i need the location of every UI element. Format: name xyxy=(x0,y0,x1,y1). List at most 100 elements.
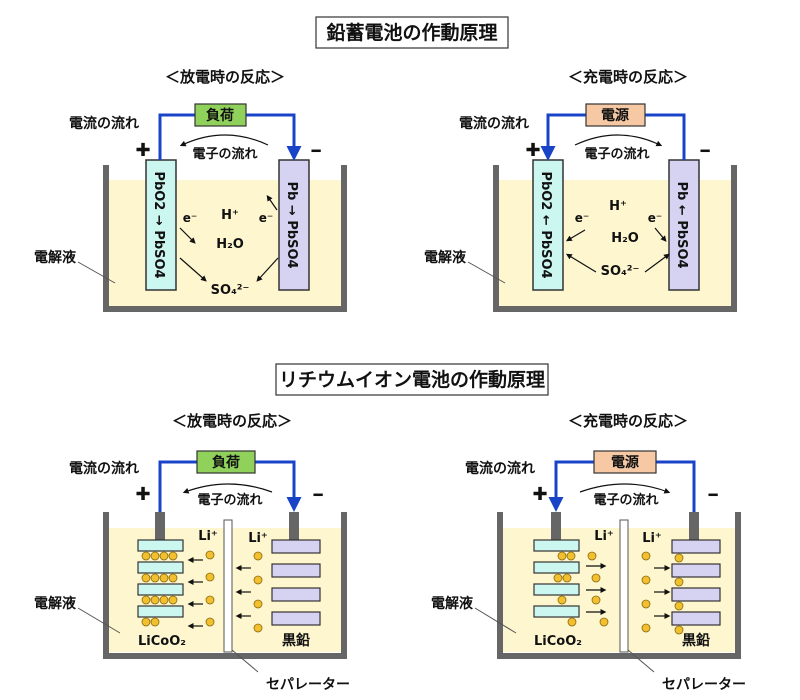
lead-charge-plus: ✚ xyxy=(525,140,540,161)
lithium-discharge-electron-label: 電子の流れ xyxy=(197,492,262,508)
lithium-charge-current-label: 電流の流れ xyxy=(465,460,535,477)
lead-discharge-vessel xyxy=(103,165,347,312)
lithium-charge-source-box xyxy=(593,450,657,474)
lead-discharge-water: H₂O xyxy=(216,237,244,252)
lead-charge-wire-right xyxy=(645,113,686,160)
lead-charge-wire-left xyxy=(540,113,586,161)
lithium-discharge-electrolyte-pointer xyxy=(77,607,121,634)
lithium-charge-heading: ＜充電時の反応＞ xyxy=(568,412,688,430)
lead-discharge-e-right: e⁻ xyxy=(259,211,273,225)
lead-charge-arrow-e-right xyxy=(654,227,667,242)
lithium-title: リチウムイオン電池の作動原理 xyxy=(279,368,545,391)
lithium-discharge-liplus-right: Li⁺ xyxy=(248,531,268,546)
lithium-discharge-ions xyxy=(205,550,263,633)
lead-discharge-load-label: 負荷 xyxy=(206,107,234,124)
lithium-discharge-liplus-left: Li⁺ xyxy=(198,529,218,544)
lithium-charge-separator xyxy=(619,519,629,653)
lithium-discharge-ion-arrows xyxy=(187,557,251,629)
lithium-charge-electron-label: 電子の流れ xyxy=(593,492,658,508)
lithium-charge-cathode-terminal xyxy=(551,512,561,540)
lithium-title-box xyxy=(275,363,549,396)
lead-discharge-heading: ＜放電時の反応＞ xyxy=(165,68,285,86)
lithium-charge-anode xyxy=(671,539,721,635)
lead-charge-left-reaction: PbO2 ← PbSO4 xyxy=(538,171,553,278)
lead-charge-electron-label: 電子の流れ xyxy=(584,146,649,162)
lead-discharge-electrolyte-label: 電解液 xyxy=(34,249,77,266)
lead-title-box xyxy=(315,16,509,49)
lead-title: 鉛蓄電池の作動原理 xyxy=(326,21,497,44)
lead-charge-electrolyte-label: 電解液 xyxy=(424,249,467,266)
lead-charge-source-label: 電源 xyxy=(601,107,629,124)
lead-charge-arrow-sulfate-right xyxy=(644,253,670,273)
lead-charge-vessel xyxy=(493,165,737,312)
lithium-discharge-panel: ＜放電時の反応＞ xyxy=(34,412,350,693)
lithium-charge-liplus-right: Li⁺ xyxy=(642,531,662,546)
lithium-discharge-cathode-label: LiCoO₂ xyxy=(138,634,186,649)
lithium-charge-cathode-label: LiCoO₂ xyxy=(534,634,582,649)
lead-charge-e-left: e⁻ xyxy=(575,211,589,225)
lithium-charge-separator-pointer xyxy=(627,649,655,673)
lithium-charge-anode-terminal xyxy=(689,512,699,540)
lithium-discharge-separator-pointer xyxy=(231,649,259,673)
lithium-discharge-current-label: 電流の流れ xyxy=(69,460,139,477)
lead-charge-hplus: H⁺ xyxy=(609,199,627,214)
lithium-charge-electrolyte-pointer xyxy=(474,607,517,634)
lead-discharge-electrolyte-pointer xyxy=(77,261,116,284)
lead-discharge-electron-arc xyxy=(179,134,269,147)
lithium-discharge-separator-label: セパレーター xyxy=(266,677,350,693)
lithium-charge-separator-label: セパレーター xyxy=(662,677,746,693)
lithium-discharge-wire-left xyxy=(158,460,197,512)
lithium-discharge-load-box xyxy=(196,450,256,474)
lead-charge-electron-arc xyxy=(574,134,663,147)
lead-charge-e-right: e⁻ xyxy=(648,211,662,225)
lithium-charge-source-label: 電源 xyxy=(611,454,639,471)
lead-discharge-electron-label: 電子の流れ xyxy=(192,146,257,162)
lead-discharge-e-left: e⁻ xyxy=(183,211,197,225)
lead-charge-heading: ＜充電時の反応＞ xyxy=(568,68,688,86)
lead-discharge-current-label: 電流の流れ xyxy=(69,115,139,132)
lead-discharge-positive-electrode xyxy=(145,159,177,291)
lithium-charge-vessel xyxy=(497,512,741,659)
lithium-charge-liplus-left: Li⁺ xyxy=(594,529,614,544)
lithium-discharge-anode xyxy=(271,539,321,626)
lead-charge-source-box xyxy=(585,103,646,127)
lead-discharge-hplus: H⁺ xyxy=(221,208,239,223)
lead-charge-arrow-e-left xyxy=(565,229,586,242)
lead-discharge-plus: ✚ xyxy=(135,140,150,161)
lithium-discharge-vessel xyxy=(103,512,347,659)
lithium-discharge-cathode-terminal xyxy=(155,512,165,540)
lithium-charge-electrolyte-label: 電解液 xyxy=(431,595,474,612)
lithium-charge-plus: ✚ xyxy=(532,484,547,505)
lead-discharge-arrow-sulfate-left xyxy=(179,257,207,282)
lithium-discharge-electron-arc xyxy=(182,483,273,494)
lead-charge-sulfate: SO₄²⁻ xyxy=(601,264,640,279)
lead-charge-right-reaction: Pb ← PbSO4 xyxy=(674,181,689,268)
lead-discharge-arrow-e-right xyxy=(266,195,278,211)
lead-discharge-right-reaction: Pb → PbSO4 xyxy=(284,181,299,268)
lithium-charge-panel: ＜充電時の反応＞ xyxy=(431,412,746,693)
lead-charge-minus: ━ xyxy=(699,142,710,160)
lithium-charge-electron-arc xyxy=(579,483,671,494)
lead-charge-positive-electrode xyxy=(532,159,564,291)
lead-discharge-left-reaction: PbO2 → PbSO4 xyxy=(151,171,166,278)
lead-discharge-wire-left xyxy=(158,113,195,160)
lithium-discharge-anode-terminal xyxy=(289,512,299,540)
lead-charge-water: H₂O xyxy=(611,231,639,246)
lithium-charge-wire-right xyxy=(656,460,696,512)
lithium-discharge-wire-right xyxy=(255,460,302,512)
lithium-discharge-load-label: 負荷 xyxy=(212,454,240,471)
lead-discharge-wire-right xyxy=(246,113,302,161)
lead-discharge-arrow-e-left xyxy=(179,227,196,244)
lead-discharge-minus: ━ xyxy=(310,142,321,160)
lead-charge-electrolyte-pointer xyxy=(467,261,506,284)
lithium-charge-minus: ━ xyxy=(707,486,718,504)
lithium-charge-ion-arrows xyxy=(586,563,671,619)
lead-charge-negative-electrode xyxy=(668,159,700,291)
lead-discharge-load-box xyxy=(194,103,247,127)
lead-discharge-arrow-sulfate-right xyxy=(256,257,279,282)
lithium-discharge-cathode xyxy=(137,539,184,627)
lithium-discharge-heading: ＜放電時の反応＞ xyxy=(172,412,292,430)
lithium-discharge-plus: ✚ xyxy=(135,484,150,505)
